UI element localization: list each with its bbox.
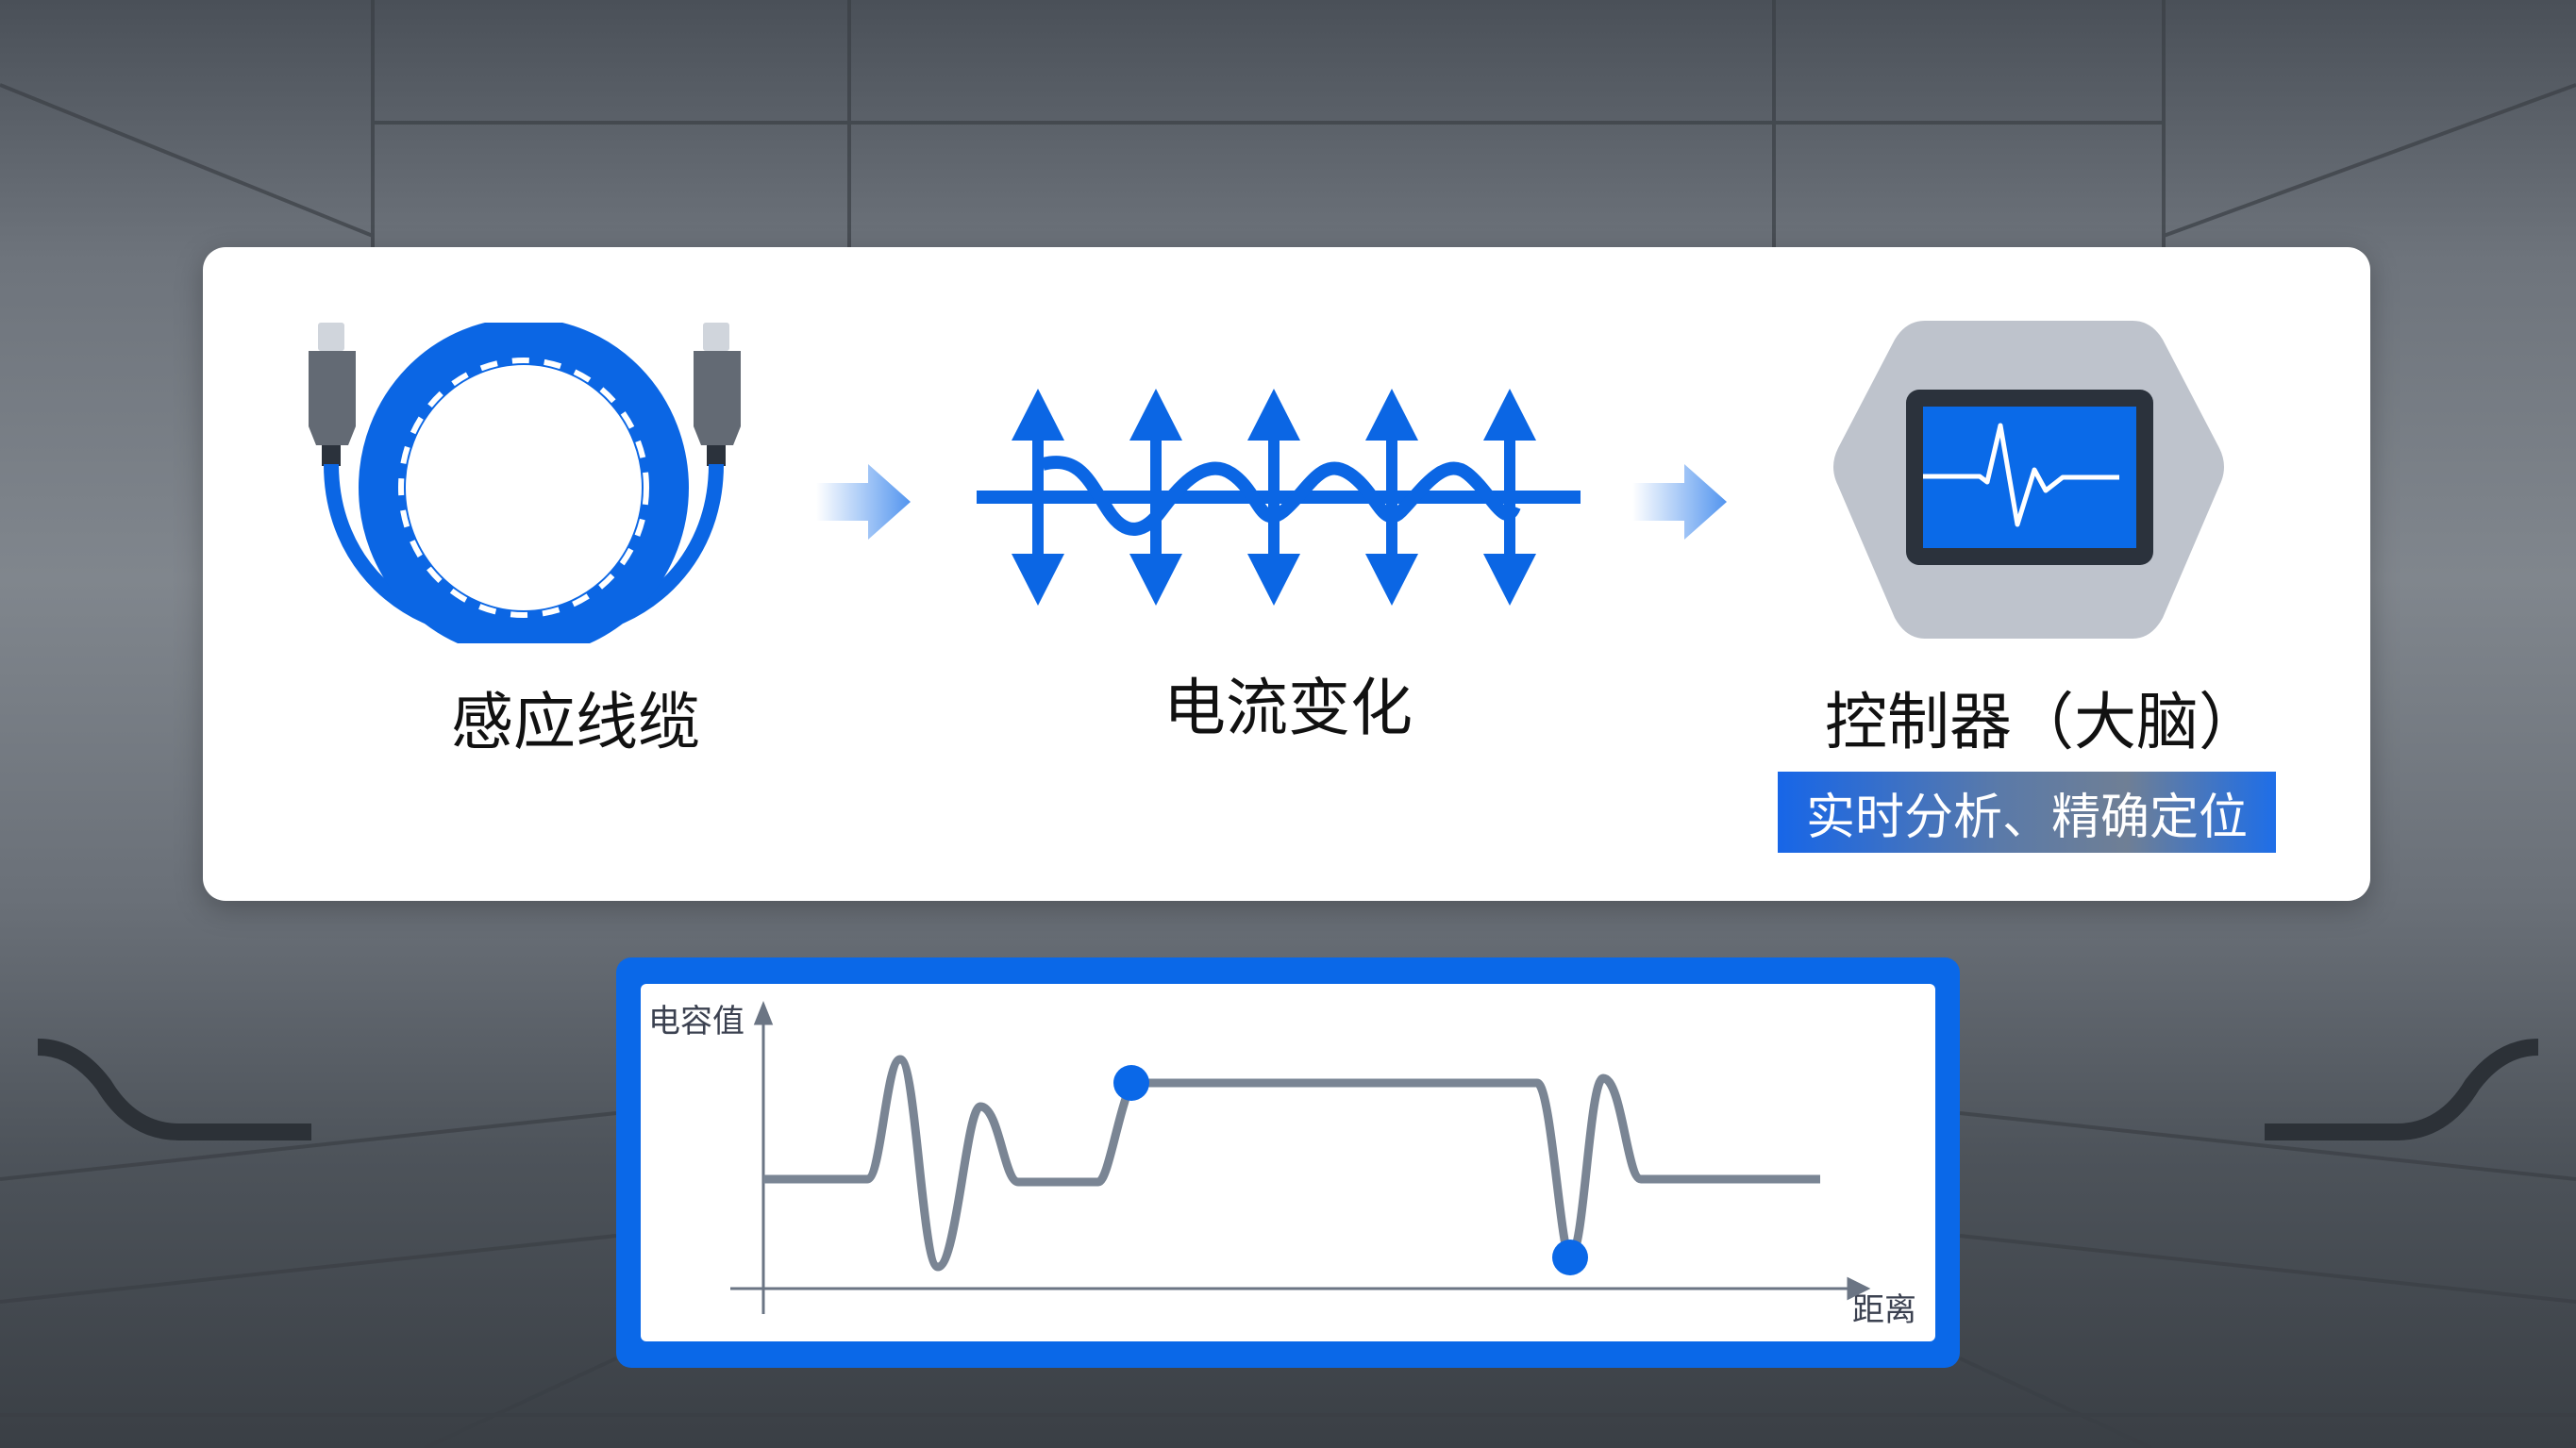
step-label-current: 电流变化 xyxy=(1163,672,1413,744)
arrow-right-icon xyxy=(816,464,911,540)
step-label-controller: 控制器（大脑） xyxy=(1825,686,2261,758)
floor-cable-left xyxy=(37,1039,311,1140)
dip-marker xyxy=(1552,1240,1588,1275)
capacitance-plot xyxy=(730,1000,1871,1314)
y-axis-label: 电容值 xyxy=(648,1003,744,1040)
controller-monitor-icon xyxy=(1833,321,2224,639)
floor-cable-right xyxy=(2265,1039,2539,1140)
arrow-right-icon xyxy=(1632,464,1727,540)
x-axis-label: 距离 xyxy=(1852,1291,1916,1329)
capacitance-chart: 电容值 距离 xyxy=(616,957,1960,1368)
peak-marker xyxy=(1113,1065,1149,1101)
controller-badge: 实时分析、精确定位 xyxy=(1778,772,2276,853)
coiled-cable-icon xyxy=(309,323,741,643)
oscillating-current-icon xyxy=(977,389,1581,606)
step-label-cable: 感应线缆 xyxy=(451,686,700,758)
